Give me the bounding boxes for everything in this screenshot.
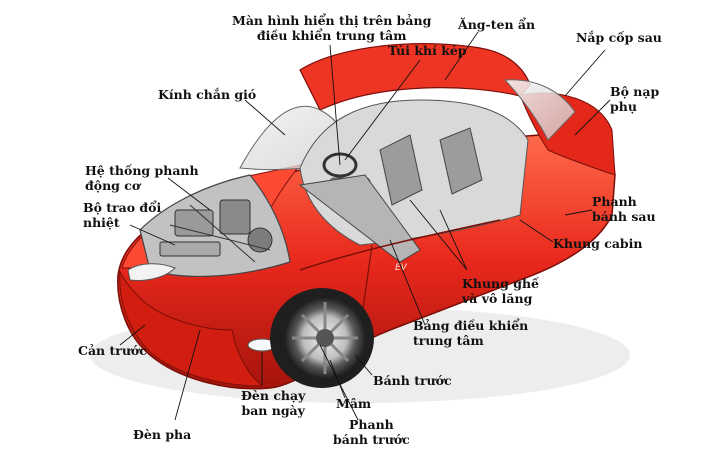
label-auxiliary-charger-line1: Bộ nạp — [610, 84, 660, 99]
rear-glass — [503, 79, 576, 141]
front-wheel — [270, 288, 374, 388]
label-rim-text: Mâm — [336, 396, 372, 411]
label-windshield: Kính chắn gió — [158, 87, 256, 102]
label-daytime-running-light: Đèn chạy ban ngày — [241, 388, 305, 418]
label-front-brake-line2: bánh trước — [333, 432, 410, 447]
steering-wheel — [322, 152, 358, 178]
label-center-console-line2: trung tâm — [413, 333, 484, 348]
front-bumper-shape — [119, 270, 264, 387]
label-heat-exchanger: Bộ trao đổi nhiệt — [83, 200, 161, 230]
label-center-console: Bảng điều khiển trung tâm — [413, 318, 528, 348]
label-front-wheel: Bánh trước — [373, 373, 452, 388]
label-center-display: Màn hình hiển thị trên bảng điều khiển t… — [232, 13, 431, 43]
label-center-display-line2: điều khiển trung tâm — [256, 28, 407, 43]
label-rim: Mâm — [336, 396, 371, 411]
label-rear-brake-line2: bánh sau — [592, 209, 656, 224]
label-rear-brake: Phanh bánh sau — [592, 194, 656, 224]
label-front-brake-line1: Phanh — [349, 417, 394, 432]
label-front-bumper: Cản trước — [78, 343, 147, 358]
label-drl-line1: Đèn chạy — [241, 388, 306, 403]
label-trunk-lid: Nắp cốp sau — [576, 30, 662, 45]
leader-lines — [119, 31, 611, 421]
label-engine-braking: Hệ thống phanh động cơ — [85, 163, 199, 193]
label-cabin-frame-text: Khung cabin — [553, 236, 643, 251]
label-seat-steering-frame: Khung ghế và vô lăng — [462, 276, 539, 306]
label-heat-exchanger-line1: Bộ trao đổi — [83, 200, 162, 215]
label-center-display-line1: Màn hình hiển thị trên bảng — [232, 13, 432, 28]
label-seat-steering-frame-line1: Khung ghế — [462, 276, 540, 291]
label-drl-line2: ban ngày — [241, 403, 305, 418]
label-engine-braking-line1: Hệ thống phanh — [85, 163, 199, 178]
label-front-brake: Phanh bánh trước — [333, 417, 410, 447]
label-headlight-text: Đèn pha — [133, 427, 192, 442]
label-hidden-antenna: Ăng-ten ẩn — [458, 17, 535, 32]
label-dual-airbags-text: Túi khí kép — [388, 43, 467, 58]
label-front-wheel-text: Bánh trước — [373, 373, 452, 388]
label-engine-braking-line2: động cơ — [85, 178, 141, 193]
label-trunk-lid-text: Nắp cốp sau — [576, 30, 662, 45]
label-auxiliary-charger-line2: phụ — [610, 99, 637, 114]
door-line — [299, 219, 501, 271]
label-windshield-text: Kính chắn gió — [158, 87, 257, 102]
label-heat-exchanger-line2: nhiệt — [83, 215, 120, 230]
label-auxiliary-charger: Bộ nạp phụ — [610, 84, 659, 114]
label-cabin-frame: Khung cabin — [553, 236, 643, 251]
headlight — [127, 263, 176, 281]
label-dual-airbags: Túi khí kép — [388, 43, 467, 58]
label-front-bumper-text: Cản trước — [78, 343, 147, 358]
label-center-console-line1: Bảng điều khiển — [413, 318, 529, 333]
label-headlight: Đèn pha — [133, 427, 191, 442]
label-hidden-antenna-text: Ăng-ten ẩn — [458, 17, 536, 32]
engine-parts — [159, 199, 273, 263]
label-rear-brake-line1: Phanh — [592, 194, 637, 209]
label-seat-steering-frame-line2: và vô lăng — [462, 291, 533, 306]
